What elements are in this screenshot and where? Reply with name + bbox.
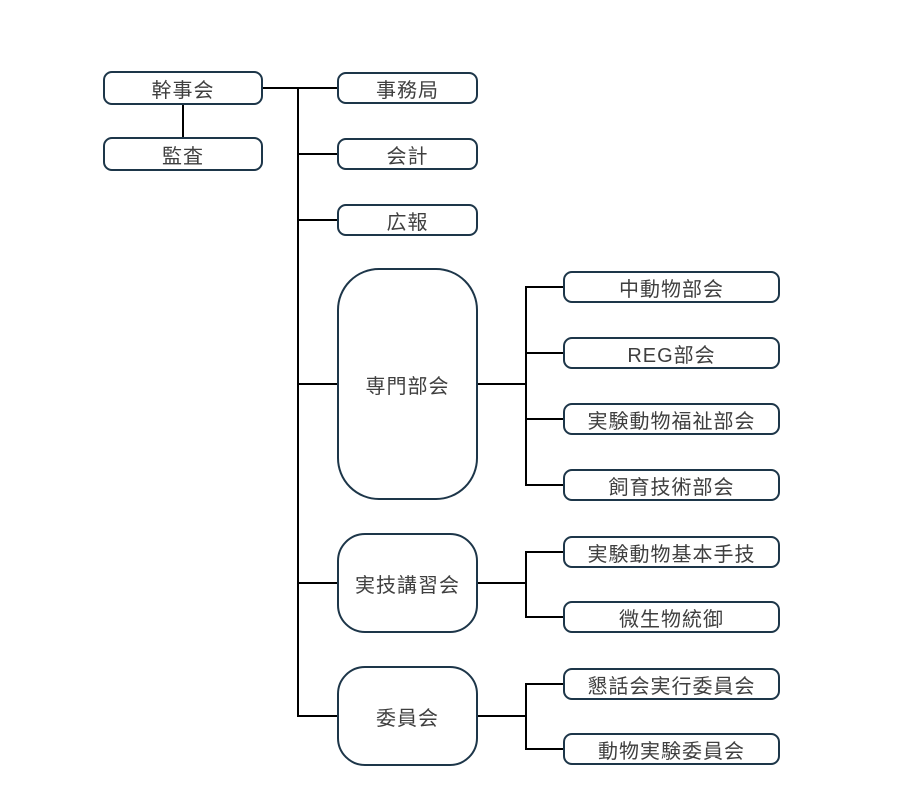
node-label: 委員会 [376,707,439,730]
node-reg-subcommittee: REG部会 [563,337,780,369]
connector-branch-committees [297,715,337,717]
node-label: 事務局 [376,79,439,102]
node-animal-experiment-committee: 動物実験委員会 [563,733,780,765]
connector-branch-social-meeting [525,683,563,685]
node-label: 微生物統御 [619,608,724,631]
connector-branch-animal-experiment [525,748,563,750]
node-lab-animal-basic-techniques: 実験動物基本手技 [563,536,780,568]
node-label: 監査 [162,145,204,168]
connector-specialized-out [478,383,527,385]
connector-branch-basic-techniques [525,551,563,553]
node-public-relations: 広報 [337,204,478,236]
connector-training-out [478,582,527,584]
connector-branch-reg [525,352,563,354]
connector-specialized-subtrunk [525,286,527,486]
node-label: 広報 [386,211,429,234]
node-audit: 監査 [103,137,263,171]
connector-branch-husbandry [525,484,563,486]
node-executive-board: 幹事会 [103,71,263,105]
connector-branch-public-relations [297,219,337,221]
node-label: 実技講習会 [355,574,460,597]
connector-branch-microbial-control [525,616,563,618]
node-social-meeting-executive-committee: 懇話会実行委員会 [563,668,780,700]
connector-training-subtrunk [525,551,527,618]
node-secretariat: 事務局 [337,72,478,104]
connector-branch-accounting [297,153,337,155]
node-label: 中動物部会 [619,278,724,301]
node-accounting: 会計 [337,138,478,170]
connector-committees-out [478,715,527,717]
node-label: 実験動物基本手技 [587,543,756,566]
connector-branch-mid-animal [525,286,563,288]
node-label: 幹事会 [151,79,215,102]
connector-committees-subtrunk [525,683,527,750]
connector-executive-board-to-audit [182,105,184,137]
node-lab-animal-welfare-subcommittee: 実験動物福祉部会 [563,403,780,435]
node-practical-training-course: 実技講習会 [337,533,478,633]
node-husbandry-technique-subcommittee: 飼育技術部会 [563,469,780,501]
connector-branch-practical-training [297,582,337,584]
node-label: 実験動物福祉部会 [587,410,756,433]
node-microbial-control: 微生物統御 [563,601,780,633]
node-mid-animal-subcommittee: 中動物部会 [563,271,780,303]
connector-executive-board-to-secretariat [263,87,337,89]
node-label: 飼育技術部会 [608,476,735,499]
connector-branch-specialized-subcommittees [297,383,337,385]
node-committees: 委員会 [337,666,478,766]
connector-branch-welfare [525,418,563,420]
node-label: 動物実験委員会 [598,740,745,763]
node-label: 会計 [386,145,429,168]
node-label: 懇話会実行委員会 [587,675,756,698]
connector-main-trunk [297,87,299,717]
node-specialized-subcommittees: 専門部会 [337,268,478,500]
node-label: REG部会 [627,344,716,367]
node-label: 専門部会 [365,375,450,398]
